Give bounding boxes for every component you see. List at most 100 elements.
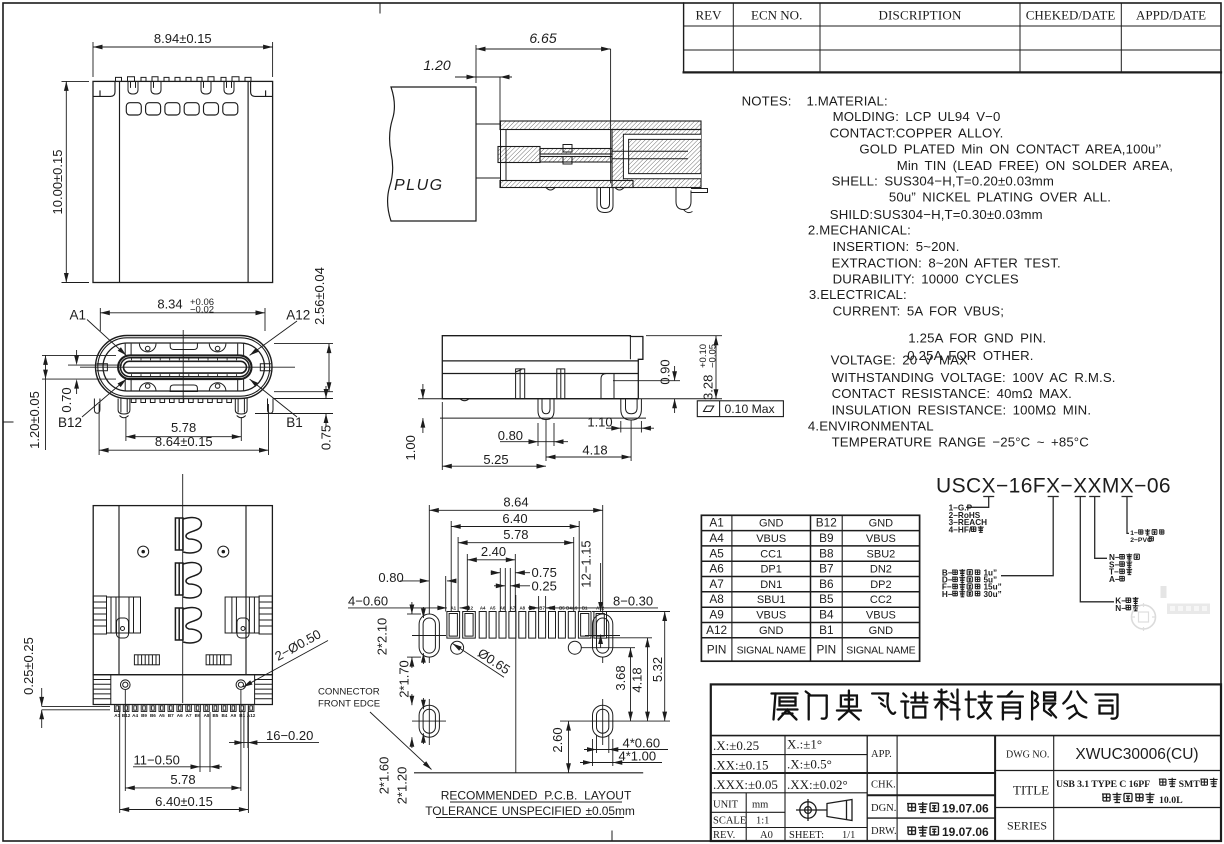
svg-text:CC1: CC1 <box>760 548 782 560</box>
svg-text:30u”: 30u” <box>984 590 1002 599</box>
svg-text:SHEET:: SHEET: <box>789 830 824 841</box>
svg-text:CC2: CC2 <box>870 594 892 606</box>
svg-text:8.64±0.15: 8.64±0.15 <box>155 434 213 449</box>
svg-text:CONTACT RESISTANCE: 40mΩ MAX.: CONTACT RESISTANCE: 40mΩ MAX. <box>832 386 1072 401</box>
svg-text:.XX:±0.02°: .XX:±0.02° <box>787 777 848 792</box>
svg-text:SBU2: SBU2 <box>867 548 896 560</box>
svg-text:1−G.P: 1−G.P <box>949 504 973 513</box>
svg-text:2.56±0.04: 2.56±0.04 <box>312 267 327 325</box>
svg-text:WITHSTANDING VOLTAGE: 100V AC: WITHSTANDING VOLTAGE: 100V AC R.M.S. <box>832 370 1116 385</box>
svg-text:B1: B1 <box>819 623 833 637</box>
svg-text:USCX−16FX−XXMX−06: USCX−16FX−XXMX−06 <box>936 475 1171 498</box>
svg-text:10.0L: 10.0L <box>1159 795 1183 806</box>
svg-text:T−: T− <box>1109 568 1119 577</box>
svg-text:4−HF/: 4−HF/ <box>949 525 972 534</box>
svg-text:SHILD:SUS304−H,T=0.30±0.03mm: SHILD:SUS304−H,T=0.30±0.03mm <box>830 207 1043 222</box>
svg-text:1−: 1− <box>1130 530 1138 537</box>
svg-text:A1: A1 <box>450 606 456 611</box>
svg-text:4.ENVIRONMENTAL: 4.ENVIRONMENTAL <box>808 419 934 434</box>
svg-text:DP1: DP1 <box>760 564 781 576</box>
svg-text:3.ELECTRICAL:: 3.ELECTRICAL: <box>809 287 907 302</box>
svg-text:19.07.06: 19.07.06 <box>942 802 989 816</box>
svg-text:MOLDING: LCP UL94 V−0: MOLDING: LCP UL94 V−0 <box>833 109 1001 124</box>
svg-text:GOLD PLATED Min ON CONTACT ARE: GOLD PLATED Min ON CONTACT AREA,100u’’ <box>859 142 1161 157</box>
svg-text:5.78: 5.78 <box>170 772 195 787</box>
svg-text:2*1.20: 2*1.20 <box>395 767 410 805</box>
svg-text:16−0.20: 16−0.20 <box>266 728 313 743</box>
svg-text:mm: mm <box>752 800 768 811</box>
svg-text:.XXX:±0.05: .XXX:±0.05 <box>713 777 778 792</box>
svg-text:8.64: 8.64 <box>503 495 528 510</box>
svg-text:PIN: PIN <box>707 643 727 657</box>
svg-text:4*0.60: 4*0.60 <box>623 736 661 751</box>
svg-text:0.10 Max: 0.10 Max <box>725 402 775 416</box>
svg-text:B8: B8 <box>819 546 834 560</box>
svg-text:A6: A6 <box>177 713 183 718</box>
svg-text:B4: B4 <box>221 713 227 718</box>
svg-text:B5: B5 <box>212 713 218 718</box>
svg-text:K−: K− <box>1115 597 1126 606</box>
svg-text:GND: GND <box>869 625 894 637</box>
svg-text:0.70: 0.70 <box>59 387 74 412</box>
svg-text:SHELL: SUS304−H,T=0.20±0.03mm: SHELL: SUS304−H,T=0.20±0.03mm <box>832 174 1054 189</box>
svg-text:1.00: 1.00 <box>403 435 418 460</box>
svg-text:0.25: 0.25 <box>532 578 557 593</box>
svg-text:SBU1: SBU1 <box>757 594 786 606</box>
svg-text:D−: D− <box>942 576 953 585</box>
svg-text:B12: B12 <box>816 516 837 530</box>
svg-text:19.07.06: 19.07.06 <box>942 825 989 839</box>
svg-text:5.32: 5.32 <box>650 657 665 682</box>
svg-text:VOLTAGE: 20 V MAX: VOLTAGE: 20 V MAX <box>831 352 968 367</box>
svg-text:DURABILITY: 10000 CYCLES: DURABILITY: 10000 CYCLES <box>833 272 1019 287</box>
svg-text:10.00±0.15: 10.00±0.15 <box>50 150 65 215</box>
svg-text:4.18: 4.18 <box>582 443 607 458</box>
svg-text:2.40: 2.40 <box>481 544 506 559</box>
svg-text:.X:±0.25: .X:±0.25 <box>713 738 759 753</box>
svg-text:0.75: 0.75 <box>532 565 557 580</box>
svg-text:Ø0.65: Ø0.65 <box>475 645 513 677</box>
svg-text:DGN.: DGN. <box>871 803 896 814</box>
svg-text:A9: A9 <box>709 608 723 622</box>
svg-text:B9: B9 <box>141 713 147 718</box>
svg-text:5u”: 5u” <box>984 576 998 585</box>
svg-text:8.34: 8.34 <box>157 297 182 312</box>
svg-text:1.20±0.05: 1.20±0.05 <box>27 391 42 449</box>
svg-text:A12: A12 <box>286 308 310 323</box>
svg-text:5.78: 5.78 <box>171 420 196 435</box>
svg-text:A12: A12 <box>706 623 727 637</box>
svg-text:4*1.00: 4*1.00 <box>619 749 657 764</box>
svg-text:.XX:±0.15: .XX:±0.15 <box>713 758 769 773</box>
svg-text:GND: GND <box>759 518 784 530</box>
svg-text:A7: A7 <box>510 606 516 611</box>
svg-text:RECOMMENDED P.C.B. LAYOUT: RECOMMENDED P.C.B. LAYOUT <box>441 789 632 803</box>
svg-text:B7: B7 <box>168 713 174 718</box>
svg-text:A1: A1 <box>70 308 87 323</box>
svg-text:50u” NICKEL PLATING OVER ALL.: 50u” NICKEL PLATING OVER ALL. <box>889 190 1111 205</box>
svg-text:PLUG: PLUG <box>394 177 444 194</box>
svg-text:B4: B4 <box>819 608 834 622</box>
svg-text:1.20: 1.20 <box>423 57 450 73</box>
svg-text:SCALE: SCALE <box>713 815 746 826</box>
svg-text:A7: A7 <box>186 713 192 718</box>
svg-text:NOTES:: NOTES: <box>742 94 792 109</box>
svg-text:SIGNAL NAME: SIGNAL NAME <box>846 645 915 657</box>
svg-text:2*1.70: 2*1.70 <box>396 660 411 698</box>
svg-text:CHEKED/DATE: CHEKED/DATE <box>1026 8 1116 23</box>
svg-text:4−0.60: 4−0.60 <box>348 593 388 608</box>
svg-text:8.94±0.15: 8.94±0.15 <box>154 31 212 46</box>
svg-text:A6: A6 <box>500 606 506 611</box>
svg-text:A1: A1 <box>114 713 120 718</box>
svg-text:APPD/DATE: APPD/DATE <box>1136 8 1206 23</box>
svg-text:B7: B7 <box>819 562 833 576</box>
svg-text:2*2.10: 2*2.10 <box>375 618 390 656</box>
svg-text:B1: B1 <box>286 415 303 430</box>
svg-text:1.25A FOR GND PIN.: 1.25A FOR GND PIN. <box>908 331 1046 346</box>
svg-text:5.25: 5.25 <box>483 452 508 467</box>
svg-text:0.80: 0.80 <box>498 428 523 443</box>
svg-text:B9: B9 <box>819 531 833 545</box>
svg-text:XWUC30006(CU): XWUC30006(CU) <box>1075 746 1198 763</box>
svg-text:−0.05: −0.05 <box>708 344 719 368</box>
svg-text:TITLE: TITLE <box>1013 783 1049 798</box>
svg-text:+0.06: +0.06 <box>190 297 214 308</box>
svg-text:A0: A0 <box>760 830 773 841</box>
